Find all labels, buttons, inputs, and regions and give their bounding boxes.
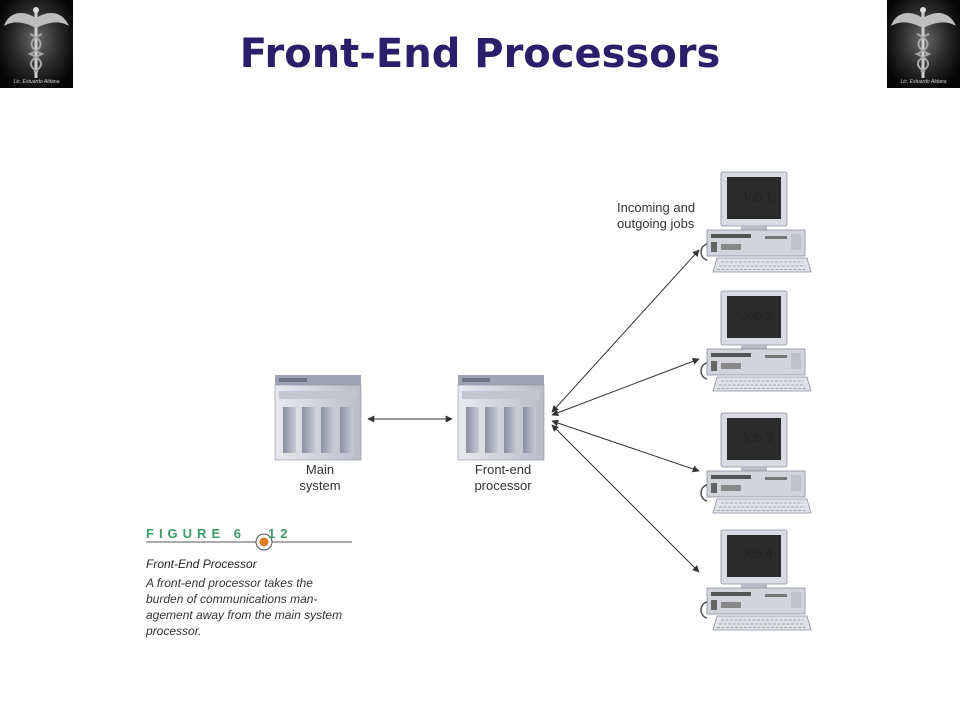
job-2-computer-icon bbox=[700, 290, 812, 392]
jobs-label-line-2: outgoing jobs bbox=[617, 216, 695, 231]
job-4-screen-label: Job 4 bbox=[741, 546, 773, 561]
job-4-arrow bbox=[551, 424, 700, 573]
figure-marker-dot bbox=[259, 537, 269, 547]
job-1-screen-label: Job 1 bbox=[741, 189, 773, 204]
figure-heading-suffix: 12 bbox=[267, 526, 293, 541]
logo-caption: Lic. Estuardo Aldana bbox=[13, 79, 60, 85]
caduceus-logo-right: Lic. Estuardo Aldana bbox=[887, 0, 960, 88]
job-3-screen-label: Job 3 bbox=[741, 430, 773, 445]
main-system-server-icon bbox=[274, 374, 362, 461]
front-end-processor-server-icon bbox=[457, 374, 545, 461]
front-end-label-line-1: Front-end bbox=[474, 462, 532, 477]
caduceus-logo-icon bbox=[4, 7, 69, 78]
page-title: Front-End Processors bbox=[239, 31, 721, 77]
incoming-outgoing-jobs-label: Incoming and outgoing jobs bbox=[617, 200, 695, 232]
main-system-label-line-2: system bbox=[299, 478, 341, 493]
job-2-screen-label: Job 2 bbox=[741, 308, 773, 323]
logo-caption: Lic. Estuardo Aldana bbox=[900, 79, 947, 85]
figure-title: Front-End Processor bbox=[146, 557, 257, 571]
figure-heading-prefix: FIGURE 6 bbox=[146, 526, 246, 541]
main-system-label-line-1: Main bbox=[305, 462, 335, 477]
figure-heading: FIGURE 6 12 bbox=[146, 526, 292, 541]
job-3-arrow bbox=[551, 419, 700, 473]
figure-caption: A front-end processor takes the burden o… bbox=[146, 576, 343, 638]
caduceus-logo-left: Lic. Estuardo Aldana bbox=[0, 0, 73, 88]
job-4-computer-icon bbox=[700, 529, 812, 631]
jobs-label-line-1: Incoming and bbox=[617, 200, 696, 215]
main-system-label: Main system bbox=[285, 462, 355, 494]
front-end-label-line-2: processor bbox=[474, 478, 532, 493]
job-2-arrow bbox=[551, 357, 700, 417]
front-end-processor-label: Front-end processor bbox=[463, 462, 543, 494]
job-3-computer-icon bbox=[700, 412, 812, 514]
caduceus-logo-icon bbox=[891, 7, 956, 78]
job-1-arrow bbox=[551, 249, 700, 413]
job-1-computer-icon bbox=[700, 171, 812, 273]
